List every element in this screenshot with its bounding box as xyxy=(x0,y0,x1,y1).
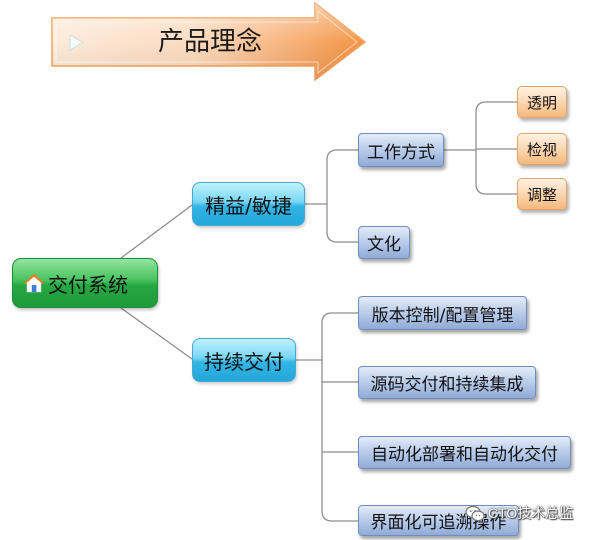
node-continuous-delivery: 持续交付 xyxy=(192,338,296,382)
play-icon xyxy=(69,34,85,51)
watermark-text: CTO技术总监 xyxy=(488,505,574,521)
node-version-control: 版本控制/配置管理 xyxy=(358,296,527,330)
root-node: 交付系统 xyxy=(12,258,158,308)
root-node-label: 交付系统 xyxy=(48,272,128,297)
node-way-of-working: 工作方式 xyxy=(358,133,444,167)
connector-cd-bracket xyxy=(321,312,358,522)
node-inspection: 检视 xyxy=(517,133,567,165)
connector-lean-bracket xyxy=(326,149,358,243)
connector-root-cd xyxy=(120,307,193,360)
banner-arrow-bevel xyxy=(55,9,358,75)
connector-work-bracket xyxy=(475,101,517,195)
node-lean-agile: 精益/敏捷 xyxy=(192,182,305,226)
wechat-icon xyxy=(465,505,485,522)
home-icon xyxy=(23,273,45,293)
node-automated-deployment: 自动化部署和自动化交付 xyxy=(358,436,571,469)
connector-root-lean xyxy=(120,204,193,259)
node-continuous-integration: 源码交付和持续集成 xyxy=(358,366,536,399)
banner xyxy=(51,1,367,82)
node-transparency: 透明 xyxy=(517,86,567,118)
node-culture: 文化 xyxy=(358,226,410,259)
banner-title: 产品理念 xyxy=(157,27,262,57)
watermark: CTO技术总监 xyxy=(465,503,573,523)
node-traceable-operations: 界面化可追溯操作 xyxy=(358,505,519,536)
node-adaptation: 调整 xyxy=(517,178,567,210)
